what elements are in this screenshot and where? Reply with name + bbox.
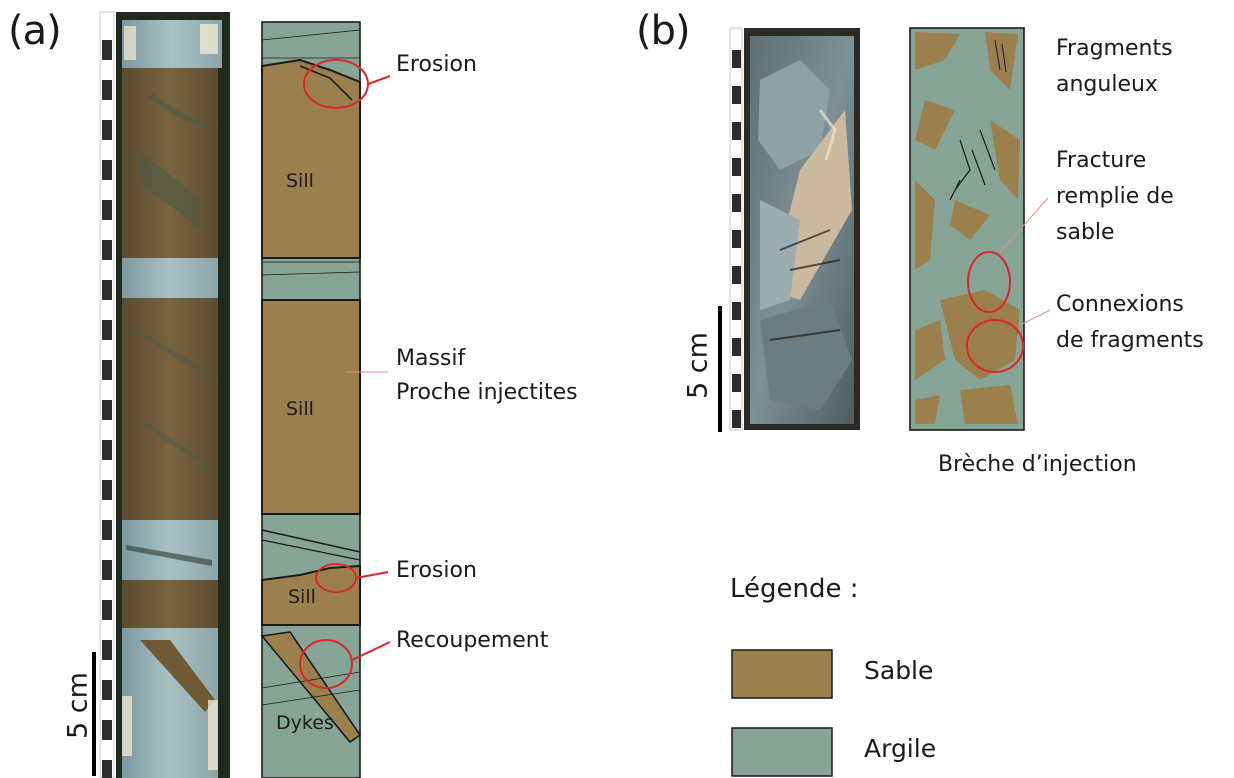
annotation-remplie-de: remplie de	[1056, 184, 1174, 209]
highlight-circles-b	[966, 197, 1051, 373]
core-photo-a	[116, 12, 230, 778]
ruler-b	[729, 27, 743, 431]
annotation-fragments: Fragments	[1056, 36, 1173, 61]
core-photo-b	[744, 28, 860, 430]
annotation-proche-injectites: Proche injectites	[396, 380, 578, 405]
legend-label-argile: Argile	[864, 734, 937, 763]
legend-swatch-argile	[731, 727, 833, 777]
annotation-erosion-top: Erosion	[396, 52, 477, 77]
ruler-a	[99, 11, 115, 778]
column-label-sill-3: Sill	[288, 586, 316, 608]
ruler-a-ticks	[102, 40, 112, 778]
scale-label-a: 5 cm	[62, 672, 94, 739]
column-label-dykes: Dykes	[276, 712, 334, 734]
column-b	[909, 27, 1025, 431]
panel-b-letter: (b)	[636, 8, 691, 54]
scale-label-b: 5 cm	[682, 332, 714, 399]
column-label-sill-1: Sill	[286, 170, 314, 192]
annotation-recoupement: Recoupement	[396, 628, 549, 653]
column-label-sill-2: Sill	[286, 398, 314, 420]
annotation-erosion-bottom: Erosion	[396, 558, 477, 583]
panel-a-letter: (a)	[8, 8, 62, 54]
legend-swatch-sable	[731, 649, 833, 699]
column-a	[260, 21, 362, 778]
legend-label-sable: Sable	[864, 656, 934, 685]
caption-breche-injection: Brèche d’injection	[938, 452, 1137, 477]
highlight-circles-a	[299, 59, 391, 689]
annotation-anguleux: anguleux	[1056, 72, 1158, 97]
annotation-fracture: Fracture	[1056, 148, 1147, 173]
annotation-massif: Massif	[396, 346, 466, 371]
legend-title: Légende :	[730, 574, 859, 604]
annotation-connexions: Connexions	[1056, 292, 1184, 317]
annotation-de-fragments: de fragments	[1056, 328, 1204, 353]
annotation-sable: sable	[1056, 220, 1115, 245]
